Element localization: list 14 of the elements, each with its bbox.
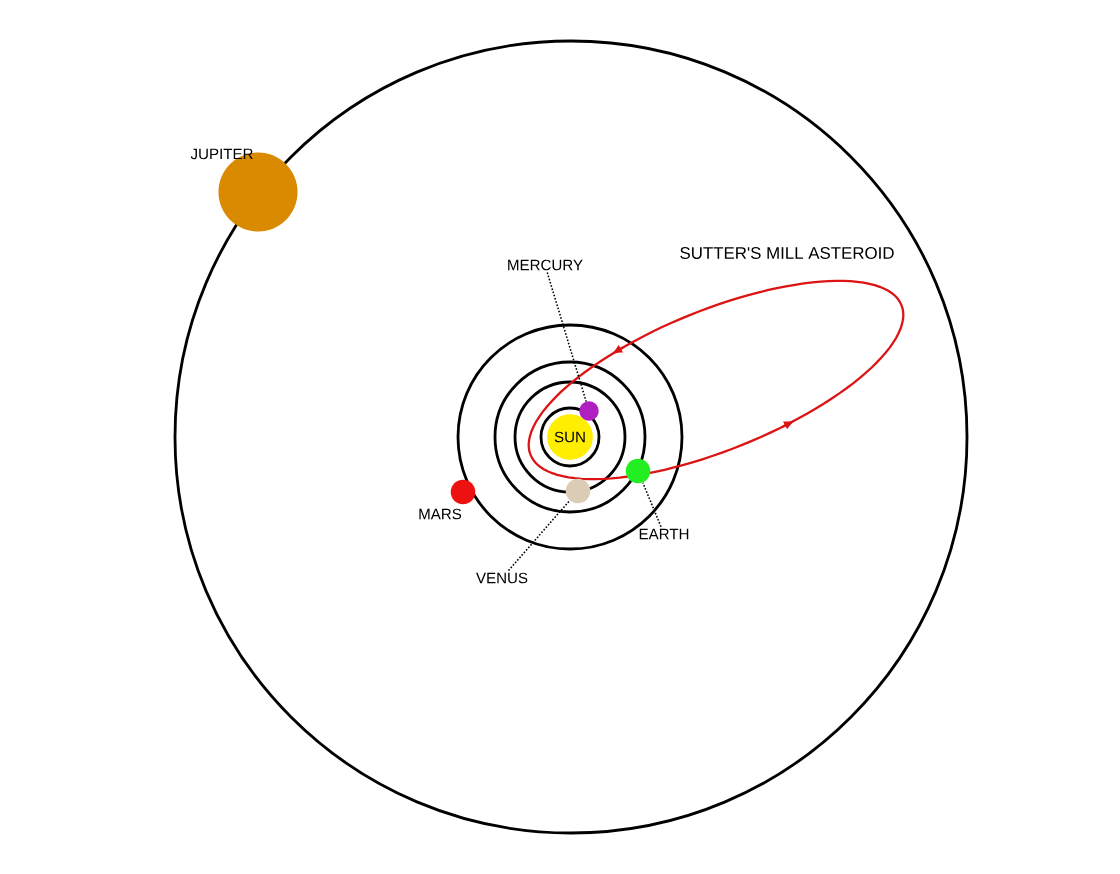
planet <box>579 401 599 421</box>
planet-label: MERCURY <box>508 259 583 271</box>
leader-line <box>546 271 587 403</box>
sun: SUN <box>547 414 593 460</box>
planet-label: MARS <box>419 508 462 520</box>
leader-line <box>507 499 571 572</box>
leader-line <box>642 481 662 528</box>
planet <box>450 479 476 505</box>
planet-label: JUPITER <box>190 148 253 160</box>
planet-label: VENUS <box>476 572 528 584</box>
planet-label: EARTH <box>639 528 689 540</box>
planet <box>565 478 591 504</box>
planet <box>625 458 651 484</box>
orbit-label: SUTTER'S MILL ASTEROID <box>680 247 894 259</box>
